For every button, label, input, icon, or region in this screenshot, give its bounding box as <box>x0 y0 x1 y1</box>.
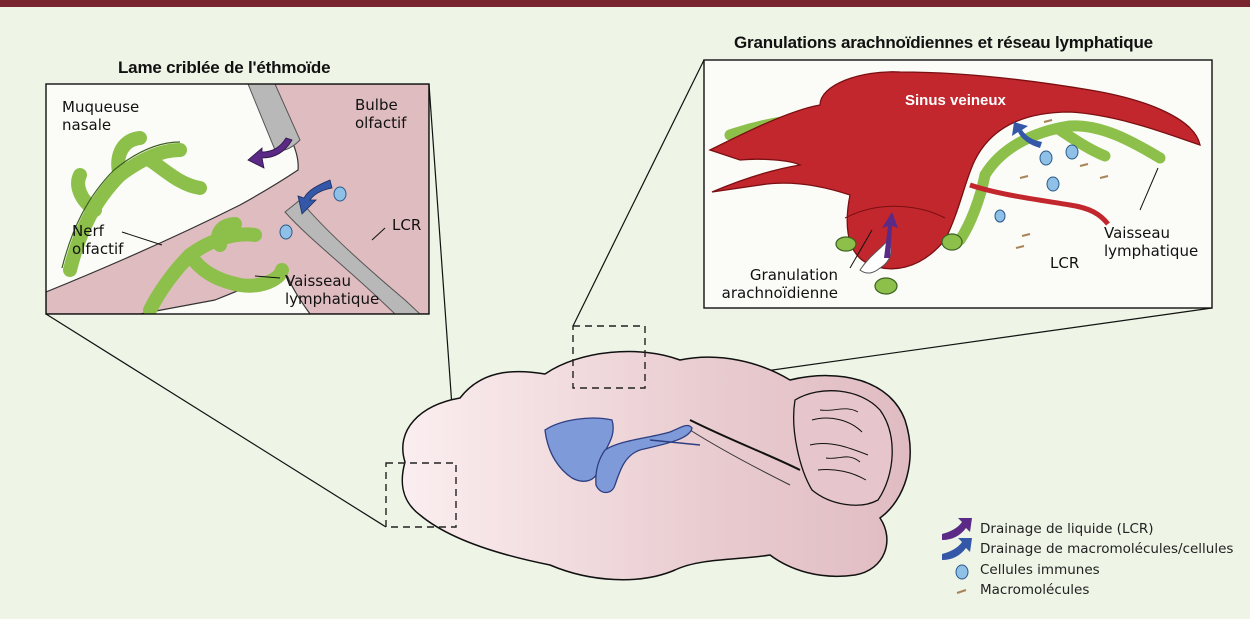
right-panel-border <box>703 59 1213 309</box>
blue-drainage-arrow <box>297 179 333 215</box>
label-muqueuse: Muqueuse nasale <box>62 98 140 134</box>
label-granulation: Granulation arachnoïdienne <box>721 266 838 302</box>
right-panel <box>704 60 1212 308</box>
label-sinus: Sinus veineux <box>905 92 1006 109</box>
label-vaisseau-right: Vaisseau lymphatique <box>1104 224 1199 260</box>
immune-cell-icon <box>955 564 969 580</box>
connector-right-1 <box>572 59 705 327</box>
label-nerf: Nerf olfactif <box>72 222 124 258</box>
legend-label: Drainage de macromolécules/cellules <box>980 541 1234 557</box>
sinus-veineux <box>708 71 1201 270</box>
immune-cell <box>279 224 293 240</box>
legend-icons <box>942 518 972 594</box>
label-bulbe: Bulbe olfactif <box>355 96 407 132</box>
label-vaisseau-left: Vaisseau lymphatique <box>285 272 380 308</box>
macromolecules-right <box>1015 119 1109 249</box>
lymphatic-outline-left <box>61 141 181 269</box>
purple-drainage-arrow <box>247 137 293 169</box>
granulation-white <box>859 239 892 274</box>
left-panel <box>46 84 429 314</box>
connector-left-1 <box>45 313 387 528</box>
left-panel-border <box>45 83 430 315</box>
macromolecule-icon <box>956 589 967 594</box>
left-panel-title: Lame criblée de l'éthmoïde <box>118 58 331 77</box>
blue-drainage-arrow <box>1012 122 1042 148</box>
blue-arrow-icon <box>942 538 972 560</box>
label-lcr-left: LCR <box>392 216 422 234</box>
legend-label: Macromolécules <box>980 582 1090 598</box>
brain-sagittal <box>401 350 911 581</box>
right-panel-title: Granulations arachnoïdiennes et réseau l… <box>734 33 1153 52</box>
top-accent-bar <box>0 0 1250 7</box>
legend-label: Drainage de liquide (LCR) <box>980 521 1154 537</box>
purple-arrow-icon <box>942 518 972 540</box>
immune-cell <box>333 186 347 202</box>
purple-drainage-arrow <box>882 212 898 258</box>
label-lcr-right: LCR <box>1050 254 1080 272</box>
granulation-tips <box>835 233 963 295</box>
immune-cells-right <box>994 144 1079 223</box>
zoom-box-olfactory <box>385 462 457 528</box>
zoom-box-sinus <box>572 325 646 389</box>
legend-label: Cellules immunes <box>980 562 1100 578</box>
